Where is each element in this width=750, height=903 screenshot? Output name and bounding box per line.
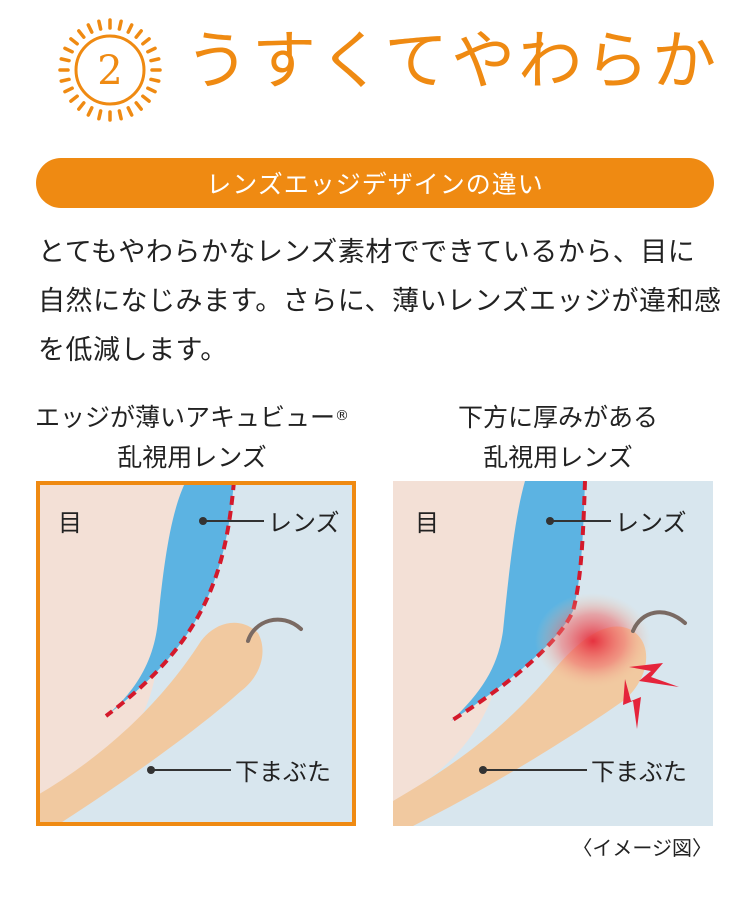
lower-eyelid-shape [36,622,263,826]
eyelash-icon [246,617,303,643]
lightning-icon [629,663,679,687]
badge-ray [146,86,157,94]
badge-ray [126,23,134,34]
badge-ray [146,46,157,54]
badge-ray [77,29,86,39]
badge-ray [86,106,94,117]
lens-shape [106,481,234,716]
highlight-border [36,481,356,826]
right-panel-caption: 下方に厚みがある 乱視用レンズ [388,398,728,478]
badge-ray [69,94,79,103]
right-diagram: 目 レンズ 下まぶた [393,481,713,826]
eye-shape [36,481,186,811]
badge-ray [117,109,123,121]
image-note: 〈イメージ図〉 [572,836,712,860]
badge-ray [117,19,123,31]
page-title: うすくてやわらか [185,25,720,99]
left-diagram: 目 レンズ 下まぶた [36,481,356,826]
badge-ray [86,23,94,34]
badge-ray [59,57,71,63]
lens-label: レンズ [268,509,340,537]
left-caption-line2: 乱視用レンズ [117,443,267,472]
section-pill: レンズエッジデザインの違い [36,158,714,208]
badge-ray [63,46,74,54]
left-caption-line1: エッジが薄いアキュビュー [34,403,335,432]
header: 2 うすくてやわらか [0,0,750,140]
right-diagram-panel: 目 レンズ 下まぶた [393,481,713,826]
left-panel-caption: エッジが薄いアキュビュー® 乱視用レンズ [22,398,362,478]
right-caption-line1: 下方に厚みがある [457,403,658,432]
registered-mark: ® [335,408,349,424]
eye-label: 目 [58,509,82,537]
badge-ray [134,29,143,39]
badge-ray [141,37,151,46]
eye-label: 目 [415,509,439,537]
badge-ray [59,77,71,83]
badge-number: 2 [97,48,122,94]
number-badge-icon: 2 [58,18,162,122]
irritation-glow [535,593,651,689]
eyelid-label: 下まぶた [235,758,331,786]
lens-edge-dashed [104,481,236,718]
badge-ray [141,94,151,103]
badge-ray [97,19,103,31]
badge-ray [77,101,86,111]
left-diagram-panel: 目 レンズ 下まぶた [36,481,356,826]
lightning-icon [623,679,641,729]
badge-ray [126,106,134,117]
badge-ray [97,109,103,121]
description-text: とてもやわらかなレンズ素材でできているから、目に自然になじみます。さらに、薄いレ… [38,237,722,366]
badge-ray [149,57,161,63]
eyelash-icon [631,610,687,633]
lens-edge-dashed [449,481,587,723]
lens-shape [451,481,585,721]
badge-ray [134,101,143,111]
badge-ray [63,86,74,94]
right-caption-line2: 乱視用レンズ [483,443,633,472]
badge-ray [149,77,161,83]
badge-ray [69,37,79,46]
lens-label: レンズ [615,509,687,537]
eyelid-label: 下まぶた [591,758,687,786]
eye-shape [393,481,525,801]
